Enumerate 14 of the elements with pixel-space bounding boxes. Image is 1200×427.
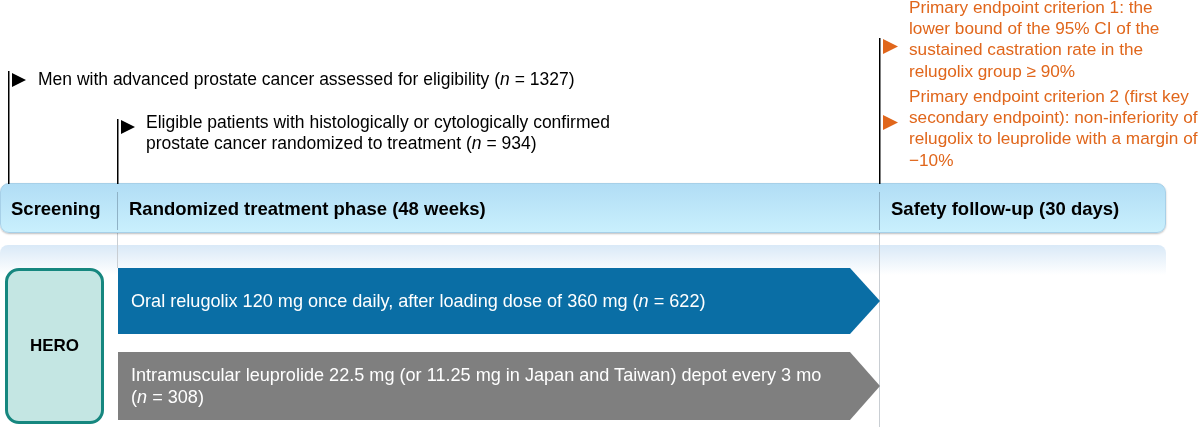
trial-name-box — [5, 268, 104, 424]
arm-label: Intramuscular leuprolide 22.5 mg (or 11.25 mg in Japan and Taiwan) depot every 3 mo (n = 308) — [131, 364, 823, 408]
arm-label: Oral relugolix 120 mg once daily, after loading dose of 360 mg (n = 622) — [131, 290, 706, 312]
phase-label: Safety follow-up (30 days) — [891, 198, 1120, 219]
endpoint-text: Primary endpoint criterion 1: the lower bound of the 95% CI of the sustained castration rate in the relugolix group ≥ 90% — [909, 0, 1161, 82]
phase-band — [0, 183, 1166, 233]
milestone-text: Eligible patients with histologically or cytologically confirmed prostate cancer randomized to treatment (n = 934) — [146, 112, 611, 154]
phase-label: Randomized treatment phase (48 weeks) — [129, 198, 486, 219]
phase-label: Screening — [11, 198, 101, 219]
endpoint-text: Primary endpoint criterion 2 (first key secondary endpoint): non-inferiority of relugolix to leuprolide with a margin of −10% — [909, 86, 1199, 171]
milestone-text: Men with advanced prostate cancer assessed for eligibility (n = 1327) — [38, 69, 576, 91]
treatment-arm-banner — [118, 268, 880, 334]
treatment-arm-banner — [118, 352, 880, 420]
trial-name: HERO — [29, 336, 80, 356]
